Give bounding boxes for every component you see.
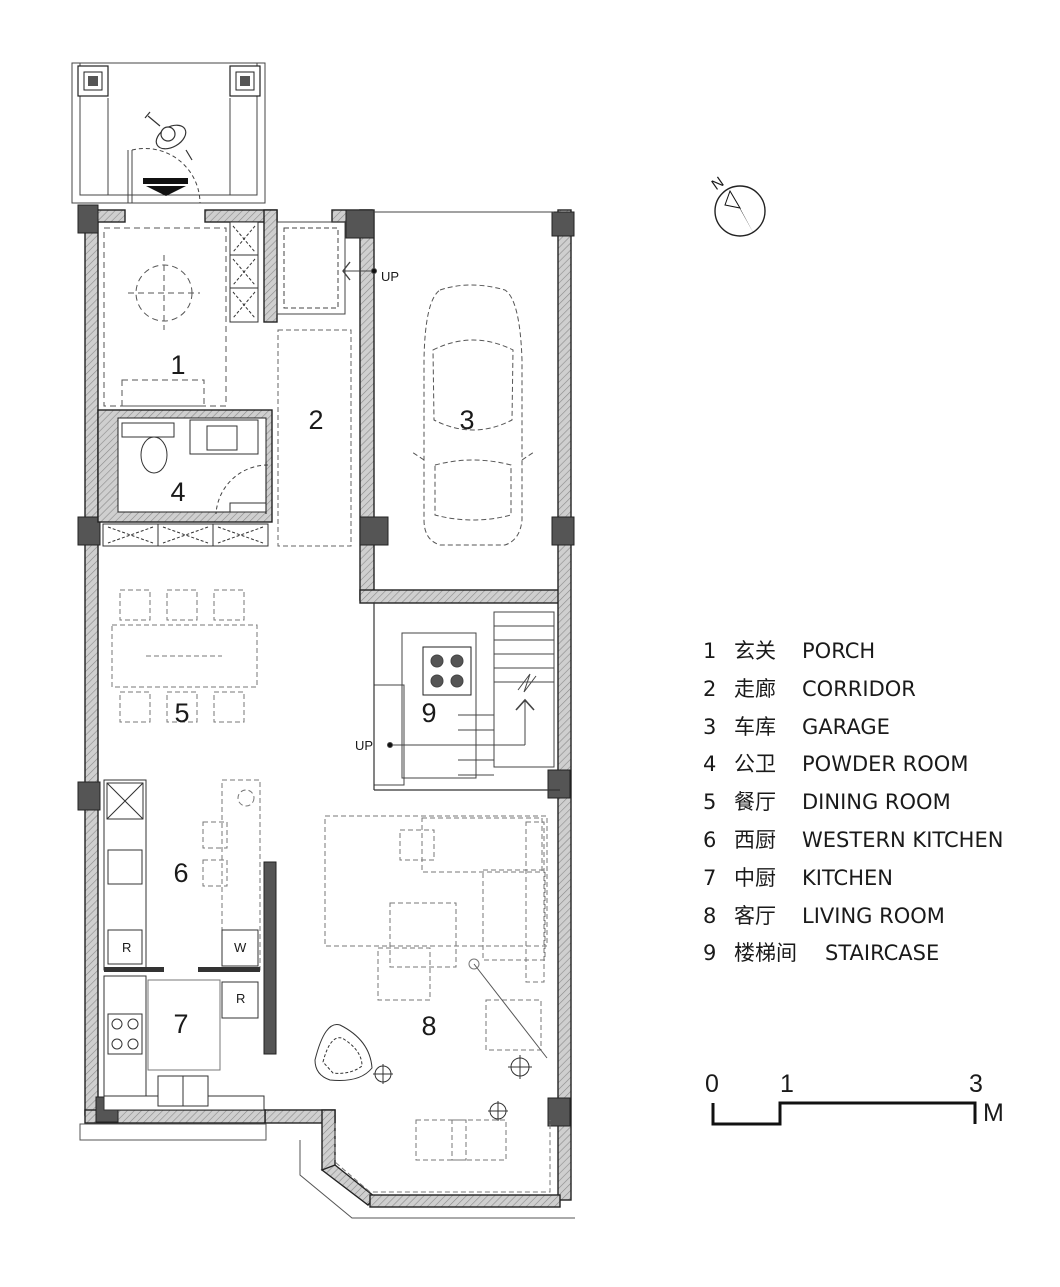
legend-english: PORCH <box>802 639 876 663</box>
legend-row: 7 中厨 KITCHEN <box>703 860 1003 898</box>
dining-table <box>111 589 258 723</box>
legend-chinese: 餐厅 <box>734 790 776 815</box>
legend-english: DINING ROOM <box>802 790 951 815</box>
corridor-cabinets <box>102 523 269 547</box>
corridor-area <box>277 329 352 547</box>
room-number-4: 4 <box>170 477 185 507</box>
room-number-3: 3 <box>459 405 474 435</box>
kitchen-fixtures <box>103 975 265 1111</box>
room-number-7: 7 <box>173 1009 188 1039</box>
stair-enclosure-walls <box>373 603 560 791</box>
stair-up-label-top: UP <box>381 269 399 284</box>
legend-row: 9 楼梯间 STAIRCASE <box>703 935 1003 973</box>
scale-label-0: 0 <box>705 1070 719 1098</box>
fridge-label-b: R <box>236 991 245 1006</box>
person-figure <box>144 111 193 161</box>
kitchen-glass-partition <box>104 967 260 972</box>
legend-number: 5 <box>703 790 717 815</box>
window-outlines <box>79 1123 575 1219</box>
legend-row: 3 车库 GARAGE <box>703 709 1003 747</box>
room-number-2: 2 <box>308 405 323 435</box>
room-legend: 1 玄关 PORCH 2 走廊 CORRIDOR 3 车库 GARAGE 4 公卫 POWDER… <box>703 633 1003 973</box>
porch-pillar-right <box>229 65 261 97</box>
fridge-label-a: R <box>122 940 131 955</box>
legend-row: 5 餐厅 DINING ROOM <box>703 784 1003 822</box>
porch-room <box>103 227 227 407</box>
legend-chinese: 走廊 <box>734 676 776 701</box>
partition-wall <box>263 861 277 1055</box>
legend-number: 6 <box>703 827 717 852</box>
legend-chinese: 玄关 <box>734 639 776 663</box>
legend-chinese: 楼梯间 <box>734 941 797 966</box>
garage-car <box>411 284 535 546</box>
kitchen-table <box>147 979 221 1071</box>
ceiling-lights <box>373 1055 532 1121</box>
legend-english: GARAGE <box>802 714 890 739</box>
room-number-6: 6 <box>173 858 188 888</box>
staircase <box>373 611 555 786</box>
entrance-arrow <box>143 178 188 196</box>
island <box>202 779 261 971</box>
living-room-furniture <box>324 815 548 1161</box>
powder-room <box>97 409 273 523</box>
legend-number: 3 <box>703 714 717 739</box>
living-armchair <box>314 1023 373 1081</box>
entry-closet <box>276 221 377 315</box>
legend-chinese: 公卫 <box>734 752 776 777</box>
scale-label-3: 3 <box>969 1070 983 1098</box>
scale-label-1: 1 <box>780 1070 794 1098</box>
entry-porch-steps <box>71 62 266 204</box>
scale-unit-label: M <box>983 1099 1004 1127</box>
legend-number: 8 <box>703 903 717 928</box>
room-number-1: 1 <box>170 350 185 380</box>
stair-up-label-middle: UP <box>355 738 373 753</box>
structural-columns <box>77 204 575 1127</box>
legend-number: 9 <box>703 941 717 966</box>
room-number-5: 5 <box>174 698 189 728</box>
legend-chinese: 车库 <box>734 714 776 739</box>
legend-number: 2 <box>703 676 717 701</box>
legend-english: KITCHEN <box>802 865 893 890</box>
legend-row: 8 客厅 LIVING ROOM <box>703 898 1003 936</box>
room-number-8: 8 <box>421 1011 436 1041</box>
legend-number: 7 <box>703 865 717 890</box>
scale-bar: 0 1 3 M <box>705 1070 1004 1127</box>
living-room-dash-outline <box>334 1120 551 1193</box>
legend-english: WESTERN KITCHEN <box>802 827 1004 852</box>
legend-chinese: 客厅 <box>734 903 776 928</box>
legend-english: POWDER ROOM <box>802 752 969 777</box>
legend-number: 1 <box>703 639 717 663</box>
legend-chinese: 西厨 <box>734 827 776 852</box>
porch-cabinets <box>229 221 259 323</box>
porch-pillar-left <box>77 65 109 97</box>
legend-row: 1 玄关 PORCH <box>703 633 1003 671</box>
western-kitchen-counter <box>103 779 147 971</box>
legend-row: 6 西厨 WESTERN KITCHEN <box>703 822 1003 860</box>
legend-chinese: 中厨 <box>734 865 776 890</box>
washer-label: W <box>234 940 247 955</box>
north-compass: N <box>708 174 766 237</box>
legend-english: LIVING ROOM <box>802 903 945 928</box>
legend-row: 2 走廊 CORRIDOR <box>703 671 1003 709</box>
washer-fridge <box>221 929 259 1019</box>
legend-english: CORRIDOR <box>802 676 916 701</box>
front-door <box>127 147 201 204</box>
room-number-9: 9 <box>421 698 436 728</box>
legend-english: STAIRCASE <box>825 941 940 966</box>
legend-number: 4 <box>703 752 717 777</box>
legend-row: 4 公卫 POWDER ROOM <box>703 746 1003 784</box>
